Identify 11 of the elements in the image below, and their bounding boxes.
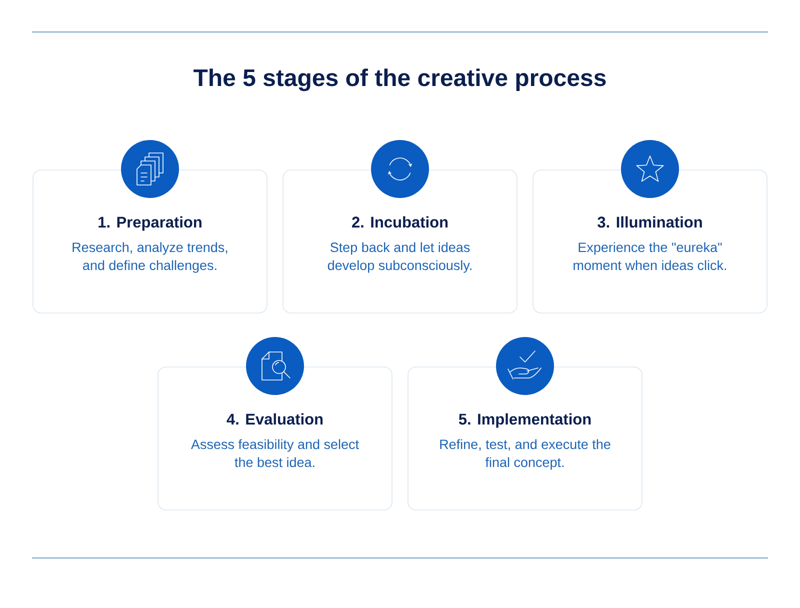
stage-heading: 4. Evaluation: [226, 413, 323, 425]
stage-description: Step back and let ideas develop subconsciously.: [328, 242, 472, 273]
stage-heading: 1. Preparation: [98, 216, 202, 231]
stage-heading: 3. Illumination: [598, 216, 702, 228]
stage-description: Assess feasibility and select the best idea.: [191, 439, 359, 468]
stage-description: Experience the "eureka" moment when ideas click.: [574, 242, 726, 270]
stage-description: Refine, test, and execute the final concept.: [440, 439, 610, 470]
stage-description: Research, analyze trends, and define challenges.: [72, 242, 228, 273]
title: The 5 stages of the creative process: [194, 68, 606, 92]
stage-heading: 2. Incubation: [352, 216, 448, 228]
stage-heading: 5. Implementation: [458, 413, 591, 428]
